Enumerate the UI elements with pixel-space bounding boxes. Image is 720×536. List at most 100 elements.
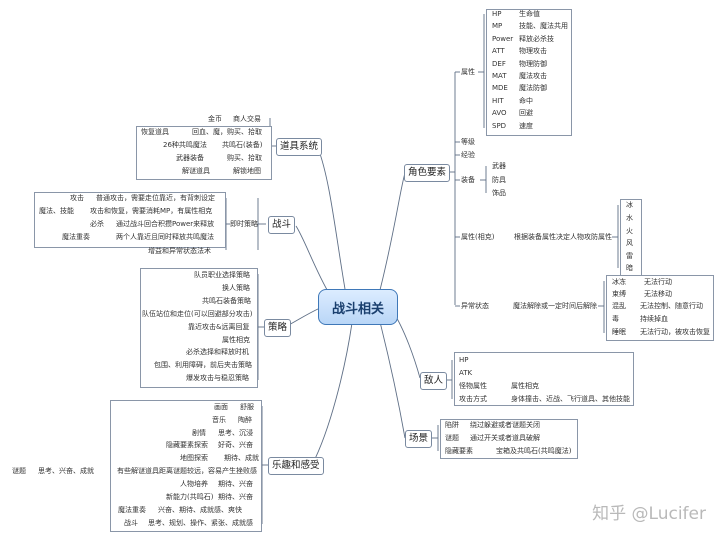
battle-node[interactable]: 战斗 <box>268 216 296 234</box>
fun-r7-k: 人物培养 <box>180 480 208 488</box>
battle-buff: 增益和异常状态法术 <box>148 247 211 255</box>
fun-r6-a: 谜题 <box>12 467 26 475</box>
enemy-atk: ATK <box>459 369 473 377</box>
exp-label: 经验 <box>461 151 475 159</box>
strategy-item: 包围、利用障碍，前后夹击策略 <box>154 361 252 370</box>
attr-value: 命中 <box>519 96 533 105</box>
status-desc: 魔法解除或一定时间后解除 <box>513 302 597 310</box>
fun-r2-v: 陶醉 <box>238 416 252 424</box>
strategy-item: 属性相克 <box>222 335 250 344</box>
fun-r5-k: 地图探索 <box>180 454 208 462</box>
items-puzzle: 解谜道具 <box>182 167 210 175</box>
items-box <box>136 126 272 180</box>
items-gold-v: 商人交易 <box>233 115 261 123</box>
element-water: 水 <box>626 214 633 222</box>
attr-value: 生命值 <box>519 10 540 18</box>
enemy-node[interactable]: 敌人 <box>420 372 448 390</box>
attr-key: SPD <box>492 121 507 130</box>
fun-r9-k: 魔法重奏 <box>118 506 146 514</box>
status-label: 异常状态 <box>461 302 489 310</box>
equip-armor: 防具 <box>492 176 506 184</box>
element-ice: 冰 <box>626 201 633 209</box>
attr-key: HP <box>492 10 502 18</box>
status-poison-k: 毒 <box>612 315 619 323</box>
status-confuse-k: 混乱 <box>612 302 626 310</box>
scene-trap-v: 绕过躲避或者谜题关闭 <box>470 421 540 429</box>
items-puzzle-v: 解锁地图 <box>233 167 261 175</box>
attr-value: 速度 <box>519 121 533 130</box>
status-confuse-v: 无法控制、随意行动 <box>640 302 703 310</box>
scene-node[interactable]: 场景 <box>405 430 433 448</box>
status-sleep-v: 无法行动，被攻击恢复 <box>640 328 710 336</box>
fun-r4-k: 隐藏要素探索 <box>166 441 208 449</box>
equip-label: 装备 <box>461 176 475 184</box>
fun-r10-v: 思考、规划、操作、紧张、成就感 <box>148 519 253 527</box>
strategy-item: 换人策略 <box>222 283 250 292</box>
enemy-attr-v: 属性相克 <box>511 382 539 390</box>
strategy-item: 队员职业选择策略 <box>194 271 250 279</box>
scene-hidden-v: 宝箱及共鸣石(共鸣魔法) <box>496 447 572 455</box>
element-fire: 火 <box>626 227 633 235</box>
fun-r3-v: 思考、沉浸 <box>218 429 253 437</box>
strategy-item: 队伍站位和走位(可以回避部分攻击) <box>142 309 253 318</box>
fun-r3-k: 剧情 <box>192 429 206 437</box>
attr-key: MP <box>492 22 503 31</box>
battle-magic-k: 魔法、技能 <box>39 207 74 215</box>
fun-r6-c: 有些解谜道具距离谜题较远，容易产生挫败感 <box>117 467 257 475</box>
enemy-atk-v: 身体撞击、近战、飞行道具、其他技能 <box>511 395 630 403</box>
items-node[interactable]: 道具系统 <box>276 138 323 156</box>
attr-key: Power <box>492 34 514 43</box>
attr-key: AVO <box>492 109 507 118</box>
battle-attack-v: 普通攻击，需要走位靠近，有背刺设定 <box>96 194 215 202</box>
element-wind: 风 <box>626 239 633 247</box>
attr-value: 物理攻击 <box>519 47 547 56</box>
fun-r4-v: 好奇、兴奋 <box>218 441 253 449</box>
attr-box <box>486 9 572 136</box>
equip-accessory: 饰品 <box>492 189 506 197</box>
role-node[interactable]: 角色要素 <box>404 164 451 182</box>
fun-r5-v: 期待、成就 <box>224 454 259 462</box>
attr-key: DEF <box>492 59 506 68</box>
status-sleep-k: 睡眠 <box>612 328 626 336</box>
items-restore-v: 回血、魔，购买、拾取 <box>192 128 262 136</box>
fun-node[interactable]: 乐趣和感受 <box>268 457 324 475</box>
status-freeze-k: 冰冻 <box>612 278 626 286</box>
status-box <box>606 275 714 341</box>
battle-ult-k: 必杀 <box>90 220 104 228</box>
attr-value: 物理防御 <box>519 59 547 68</box>
fun-r9-v: 兴奋、期待、成就感、爽快 <box>158 506 242 514</box>
strategy-box <box>140 268 258 388</box>
battle-realtime: 即时策略 <box>230 220 258 228</box>
fun-r8-v: 期待、兴奋 <box>218 493 253 501</box>
scene-puzzle-v: 通过开关或者道具破解 <box>470 434 540 442</box>
fun-r2-k: 音乐 <box>212 416 226 424</box>
items-equip: 武器装备 <box>176 154 204 162</box>
fun-r8-k: 新能力(共鸣石) <box>166 493 214 501</box>
strategy-item: 爆发攻击与稳忍策略 <box>186 374 249 383</box>
status-freeze-v: 无法行动 <box>644 278 672 286</box>
watermark: 知乎 @Lucifer <box>592 504 706 524</box>
scene-puzzle-k: 谜题 <box>445 434 459 442</box>
element-dark: 暗 <box>626 264 633 272</box>
enemy-hp: HP <box>459 356 469 364</box>
status-bind-k: 束缚 <box>612 290 626 298</box>
status-poison-v: 持续掉血 <box>640 315 668 323</box>
attr-value: 回避 <box>519 109 533 118</box>
fun-r1-k: 画面 <box>214 403 228 411</box>
strategy-item: 共鸣石装备策略 <box>202 296 251 305</box>
strategy-node[interactable]: 策略 <box>264 319 292 337</box>
root-node[interactable]: 战斗相关 <box>318 289 398 325</box>
enemy-box <box>454 352 634 406</box>
element-thunder: 雷 <box>626 252 633 260</box>
items-magic-v: 共鸣石(装备) <box>222 141 263 149</box>
enemy-attr-k: 怪物属性 <box>459 382 487 390</box>
battle-ult-v: 通过战斗回合积攒Power来释放 <box>116 220 215 228</box>
scene-trap-k: 陷阱 <box>445 421 459 429</box>
enemy-atk-k: 攻击方式 <box>459 395 487 403</box>
items-equip-v: 购买、拾取 <box>227 154 262 162</box>
items-restore: 恢复道具 <box>141 128 169 136</box>
level-label: 等级 <box>461 138 475 146</box>
attr-value: 魔法攻击 <box>519 72 547 80</box>
attr-key: ATT <box>492 47 505 56</box>
attr-key: MAT <box>492 72 507 80</box>
